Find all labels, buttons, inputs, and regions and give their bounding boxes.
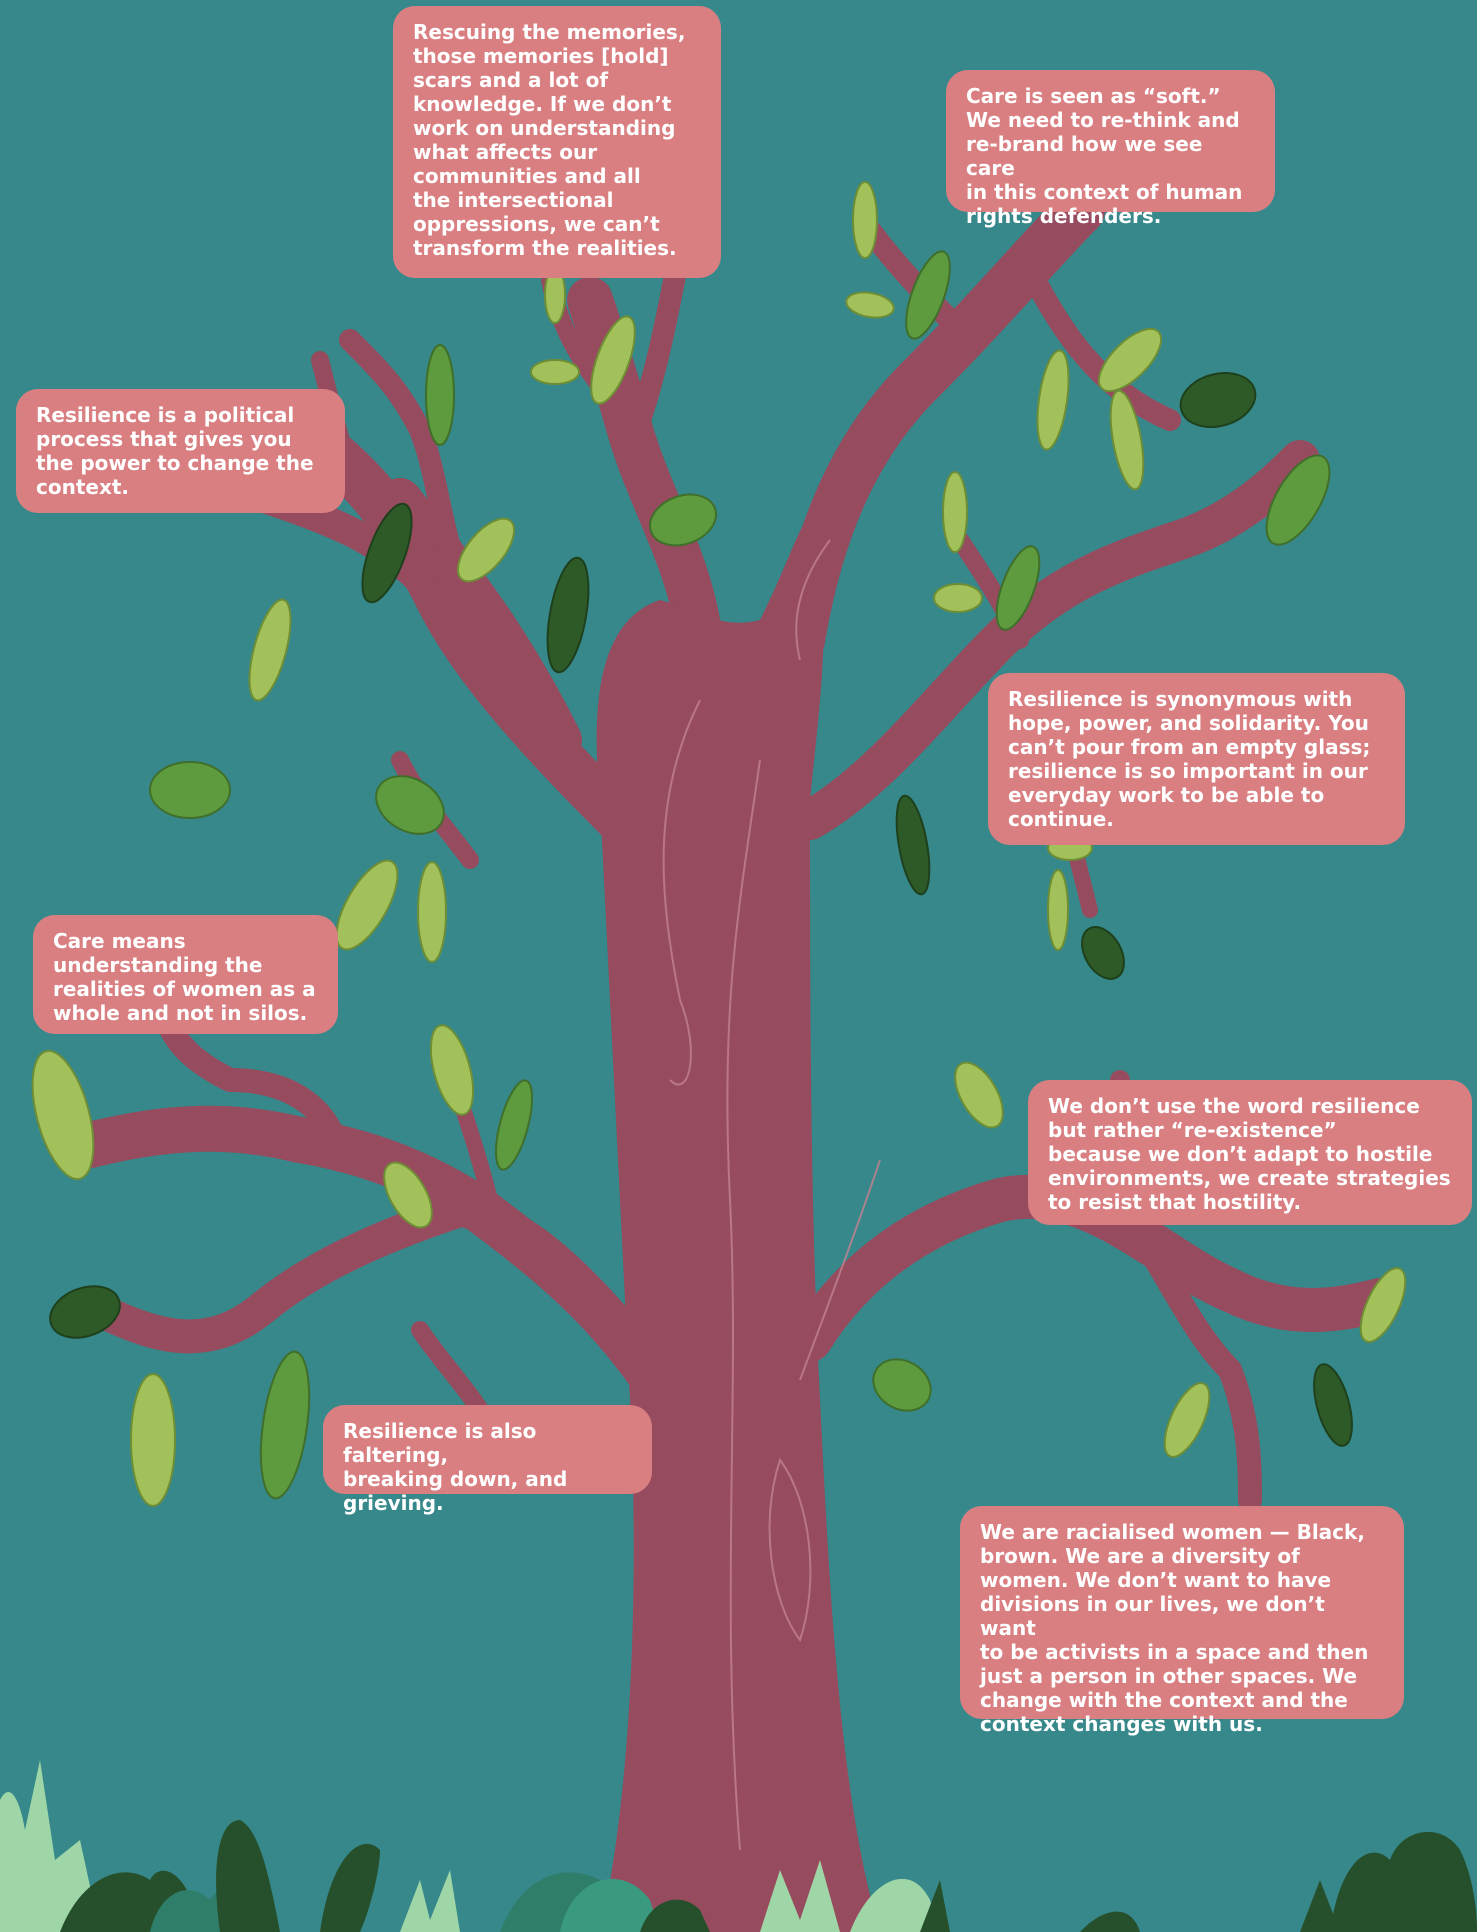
tree-trunk	[596, 500, 880, 1932]
quote-care-soft: Care is seen as “soft.” We need to re-th…	[946, 70, 1275, 228]
quote-faltering: Resilience is also faltering, breaking d…	[323, 1405, 652, 1515]
quote-racialised: We are racialised women — Black, brown. …	[960, 1506, 1404, 1736]
quote-resilience-political: Resilience is a political process that g…	[16, 389, 345, 513]
quote-reexistence: We don’t use the word resilience but rat…	[1028, 1080, 1472, 1225]
grass	[0, 1760, 1477, 1932]
trunk-lines	[662, 539, 881, 1851]
leaves	[31, 181, 1407, 1507]
quote-care-means: Care means understanding the realities o…	[33, 915, 338, 1034]
quote-resilience-hope: Resilience is synonymous with hope, powe…	[988, 673, 1405, 845]
quote-memories: Rescuing the memories, those memories [h…	[393, 6, 721, 278]
